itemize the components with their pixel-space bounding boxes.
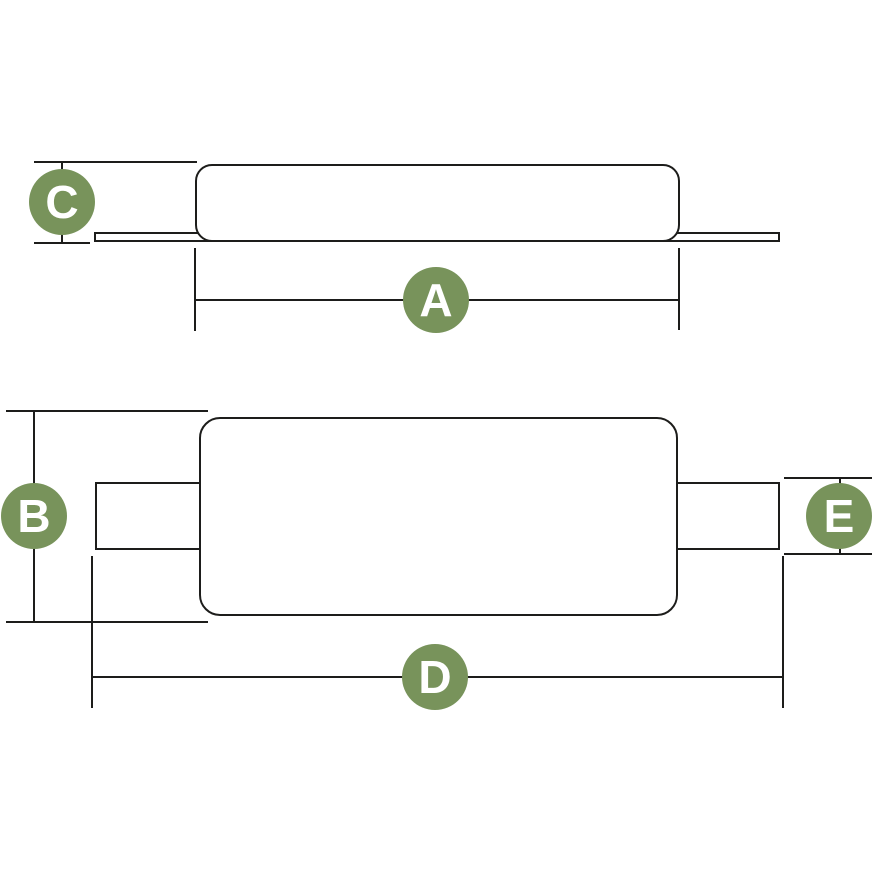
plan-view-body: [199, 417, 678, 616]
marker-e-circle: [806, 483, 872, 549]
dim-marker-d: D: [402, 644, 468, 710]
dimension-markers: C A B E D: [1, 169, 872, 710]
top-plan-view: [6, 410, 872, 708]
plan-view-strap-left: [95, 482, 202, 550]
dim-marker-c: C: [29, 169, 95, 235]
marker-c-circle: [29, 169, 95, 235]
marker-c-label: C: [45, 176, 78, 228]
marker-d-label: D: [418, 651, 451, 703]
marker-b-label: B: [17, 490, 50, 542]
marker-b-circle: [1, 483, 67, 549]
marker-a-label: A: [419, 274, 452, 326]
dim-marker-b: B: [1, 483, 67, 549]
marker-a-circle: [403, 267, 469, 333]
marker-e-label: E: [824, 490, 855, 542]
marker-d-circle: [402, 644, 468, 710]
dim-marker-a: A: [403, 267, 469, 333]
dim-marker-e: E: [806, 483, 872, 549]
plan-view-strap-right: [675, 482, 780, 550]
side-view-body: [195, 164, 680, 242]
